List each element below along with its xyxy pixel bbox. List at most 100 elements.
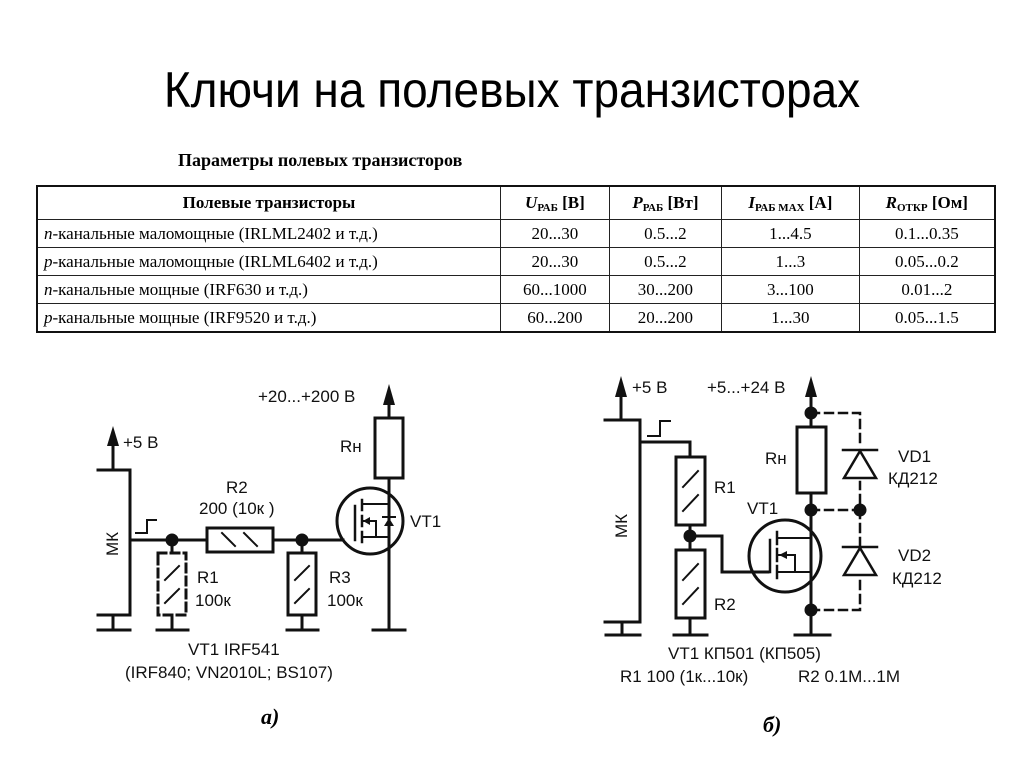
header-voltage-sub: РАБ bbox=[537, 201, 558, 214]
mcu-label: МК bbox=[612, 514, 631, 538]
resistor-r2-mark bbox=[681, 586, 700, 606]
step-signal-icon bbox=[135, 519, 157, 534]
high-supply-label: +20...+200 В bbox=[258, 387, 355, 406]
channel-prefix: n bbox=[44, 223, 53, 243]
resistor-r1-mark bbox=[163, 564, 181, 582]
cell-power: 0.5...2 bbox=[608, 219, 723, 248]
vd2-part: КД212 bbox=[892, 569, 942, 588]
dashed-wire bbox=[809, 411, 862, 450]
part-line-1: VT1 КП501 (КП505) bbox=[668, 644, 821, 663]
caption-a: а) bbox=[261, 704, 280, 729]
r2-label: R2 bbox=[714, 595, 736, 614]
resistor-r3-mark bbox=[293, 587, 311, 605]
channel-prefix: p bbox=[44, 307, 53, 327]
cell-power: 20...200 bbox=[608, 303, 723, 333]
resistor-r1-mark bbox=[681, 469, 700, 489]
resistor-r1 bbox=[156, 551, 188, 617]
step-signal-icon bbox=[647, 420, 671, 437]
header-transistors: Полевые транзисторы bbox=[36, 185, 501, 220]
gate-wire bbox=[688, 534, 770, 574]
load-label: Rн bbox=[765, 449, 787, 468]
junction-dot bbox=[853, 503, 867, 517]
vd1-part: КД212 bbox=[888, 469, 938, 488]
header-power-sub: РАБ bbox=[642, 201, 664, 214]
header-resistance-symbol: R bbox=[885, 192, 897, 212]
arrow-up-icon bbox=[107, 426, 119, 446]
resistor-r1-mark bbox=[163, 587, 181, 605]
cell-name-text: -канальные мощные (IRF9520 и т.д.) bbox=[52, 307, 317, 327]
cell-current: 1...4.5 bbox=[721, 219, 860, 248]
cell-resistance: 0.05...0.2 bbox=[858, 247, 996, 276]
channel-prefix: p bbox=[44, 251, 53, 271]
arrow-up-icon bbox=[615, 376, 627, 397]
resistor-r2-mark bbox=[681, 562, 700, 582]
channel-prefix: n bbox=[44, 279, 53, 299]
logic-supply-label: +5 В bbox=[632, 378, 667, 397]
dashed-wire bbox=[809, 480, 862, 512]
resistor-r1-mark bbox=[681, 493, 700, 513]
header-resistance-unit: [Ом] bbox=[931, 192, 968, 212]
r2-value: 200 (10к ) bbox=[199, 499, 274, 518]
load-resistor bbox=[373, 416, 405, 480]
mosfet-arrow-icon bbox=[779, 551, 787, 559]
cell-name: p-канальные мощные (IRF9520 и т.д.) bbox=[36, 303, 501, 333]
cell-resistance: 0.05...1.5 bbox=[858, 303, 996, 333]
cell-name: p-канальные маломощные (IRLML6402 и т.д.… bbox=[36, 247, 501, 276]
header-power: PРАБ [Вт] bbox=[608, 185, 723, 220]
cell-resistance: 0.1...0.35 bbox=[858, 219, 996, 248]
header-current-symbol: I bbox=[748, 192, 755, 212]
table-caption: Параметры полевых транзисторов bbox=[178, 150, 463, 170]
cell-name-text: -канальные мощные (IRF630 и т.д.) bbox=[52, 279, 308, 299]
parameters-table: Полевые транзисторы UРАБ [В] PРАБ [Вт] I… bbox=[36, 185, 996, 333]
arrow-up-icon bbox=[383, 384, 395, 405]
zener-diode-icon bbox=[384, 518, 394, 526]
header-resistance: RОТКР [Ом] bbox=[858, 185, 996, 220]
r2-label: R2 bbox=[226, 478, 248, 497]
cell-current: 3...100 bbox=[721, 275, 860, 304]
arrow-up-icon bbox=[805, 376, 817, 397]
circuit-b: +5 В +5...+24 В МК Rн R1 R2 VT1 VD1 КД21… bbox=[603, 376, 942, 686]
transistor-label: VT1 bbox=[747, 499, 778, 518]
cell-name-text: -канальные маломощные (IRLML2402 и т.д.) bbox=[52, 223, 378, 243]
slide-title: Ключи на полевых транзисторах bbox=[163, 62, 861, 118]
load-label: Rн bbox=[340, 437, 362, 456]
vd2-label: VD2 bbox=[898, 546, 931, 565]
resistor-r2-mark bbox=[220, 531, 237, 548]
mosfet-vt1 bbox=[335, 486, 405, 556]
header-current-sub: РАБ MAX bbox=[754, 201, 805, 214]
gate-wire bbox=[638, 440, 692, 459]
header-voltage-unit: [В] bbox=[562, 192, 585, 212]
r3-label: R3 bbox=[329, 568, 351, 587]
circuit-a: +20...+200 В +5 В МК Rн R2 200 (10к ) R1… bbox=[96, 384, 441, 682]
table-row: p-канальные мощные (IRF9520 и т.д.) 60..… bbox=[36, 303, 996, 333]
load-supply-label: +5...+24 В bbox=[707, 378, 785, 397]
part-line-2a: R1 100 (1к...10к) bbox=[620, 667, 748, 686]
vd1-label: VD1 bbox=[898, 447, 931, 466]
part-line-2: (IRF840; VN2010L; BS107) bbox=[125, 663, 333, 682]
mosfet-arrow-icon bbox=[363, 517, 370, 525]
cell-name-text: -канальные маломощные (IRLML6402 и т.д.) bbox=[52, 251, 378, 271]
cell-voltage: 60...200 bbox=[500, 303, 610, 333]
header-power-symbol: P bbox=[632, 192, 643, 212]
transistor-label: VT1 bbox=[410, 512, 441, 531]
r1-label: R1 bbox=[714, 478, 736, 497]
cell-name: n-канальные маломощные (IRLML2402 и т.д.… bbox=[36, 219, 501, 248]
resistor-r2-mark bbox=[242, 531, 259, 548]
dashed-wire bbox=[809, 576, 862, 612]
r1-value: 100к bbox=[195, 591, 231, 610]
cell-name: n-канальные мощные (IRF630 и т.д.) bbox=[36, 275, 501, 304]
header-power-unit: [Вт] bbox=[667, 192, 699, 212]
resistor-r1 bbox=[674, 455, 707, 527]
resistor-r3-mark bbox=[293, 564, 311, 582]
table-row: n-канальные мощные (IRF630 и т.д.) 60...… bbox=[36, 275, 996, 304]
header-voltage-symbol: U bbox=[525, 192, 538, 212]
r1-label: R1 bbox=[197, 568, 219, 587]
table-row: n-канальные маломощные (IRLML2402 и т.д.… bbox=[36, 219, 996, 248]
mosfet-vt1 bbox=[747, 518, 823, 594]
diode-network bbox=[809, 411, 862, 612]
load-resistor bbox=[795, 425, 828, 495]
cell-voltage: 20...30 bbox=[500, 219, 610, 248]
diode-vd1-icon bbox=[841, 448, 879, 480]
cell-voltage: 60...1000 bbox=[500, 275, 610, 304]
